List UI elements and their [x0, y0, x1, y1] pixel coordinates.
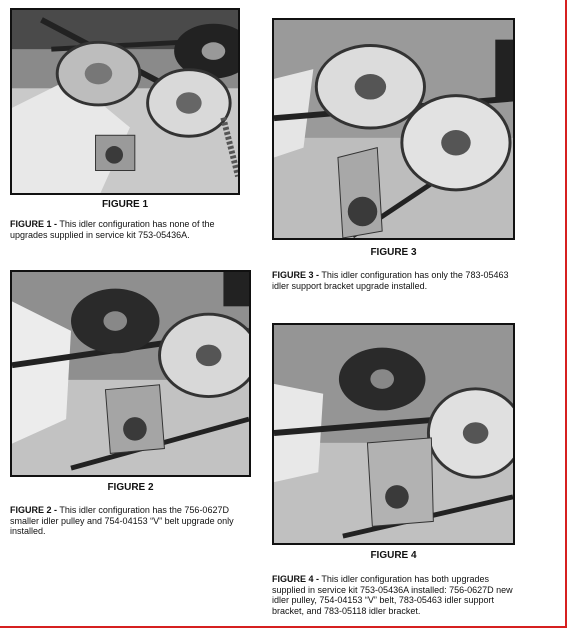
figure-3-photo — [272, 18, 515, 240]
figure-1-caption: FIGURE 1 - This idler configuration has … — [10, 219, 248, 240]
figure-3-caption: FIGURE 3 - This idler configuration has … — [272, 270, 522, 291]
figure-4-photo — [272, 323, 515, 545]
figure-2-caption: FIGURE 2 - This idler configuration has … — [10, 505, 258, 537]
figure-1-caption-lead: FIGURE 1 - — [10, 219, 58, 229]
figure-4-caption-lead: FIGURE 4 - — [272, 574, 320, 584]
figure-2-photo — [10, 270, 251, 477]
figure-4-caption-text: This idler configuration has both upgrad… — [272, 574, 513, 616]
figure-4-caption: FIGURE 4 - This idler configuration has … — [272, 574, 522, 616]
figure-1-photo — [10, 8, 240, 195]
figure-1-caption-text: This idler configuration has none of the… — [10, 219, 215, 240]
figure-2-title: FIGURE 2 — [107, 482, 154, 493]
figure-3-caption-text: This idler configuration has only the 78… — [272, 270, 509, 291]
figure-2-caption-text: This idler configuration has the 756-062… — [10, 505, 234, 536]
figure-3-title: FIGURE 3 — [370, 247, 417, 258]
figure-4-title: FIGURE 4 — [370, 550, 417, 561]
figure-3-caption-lead: FIGURE 3 - — [272, 270, 320, 280]
figure-2-caption-lead: FIGURE 2 - — [10, 505, 58, 515]
figure-1-title: FIGURE 1 — [101, 199, 149, 210]
